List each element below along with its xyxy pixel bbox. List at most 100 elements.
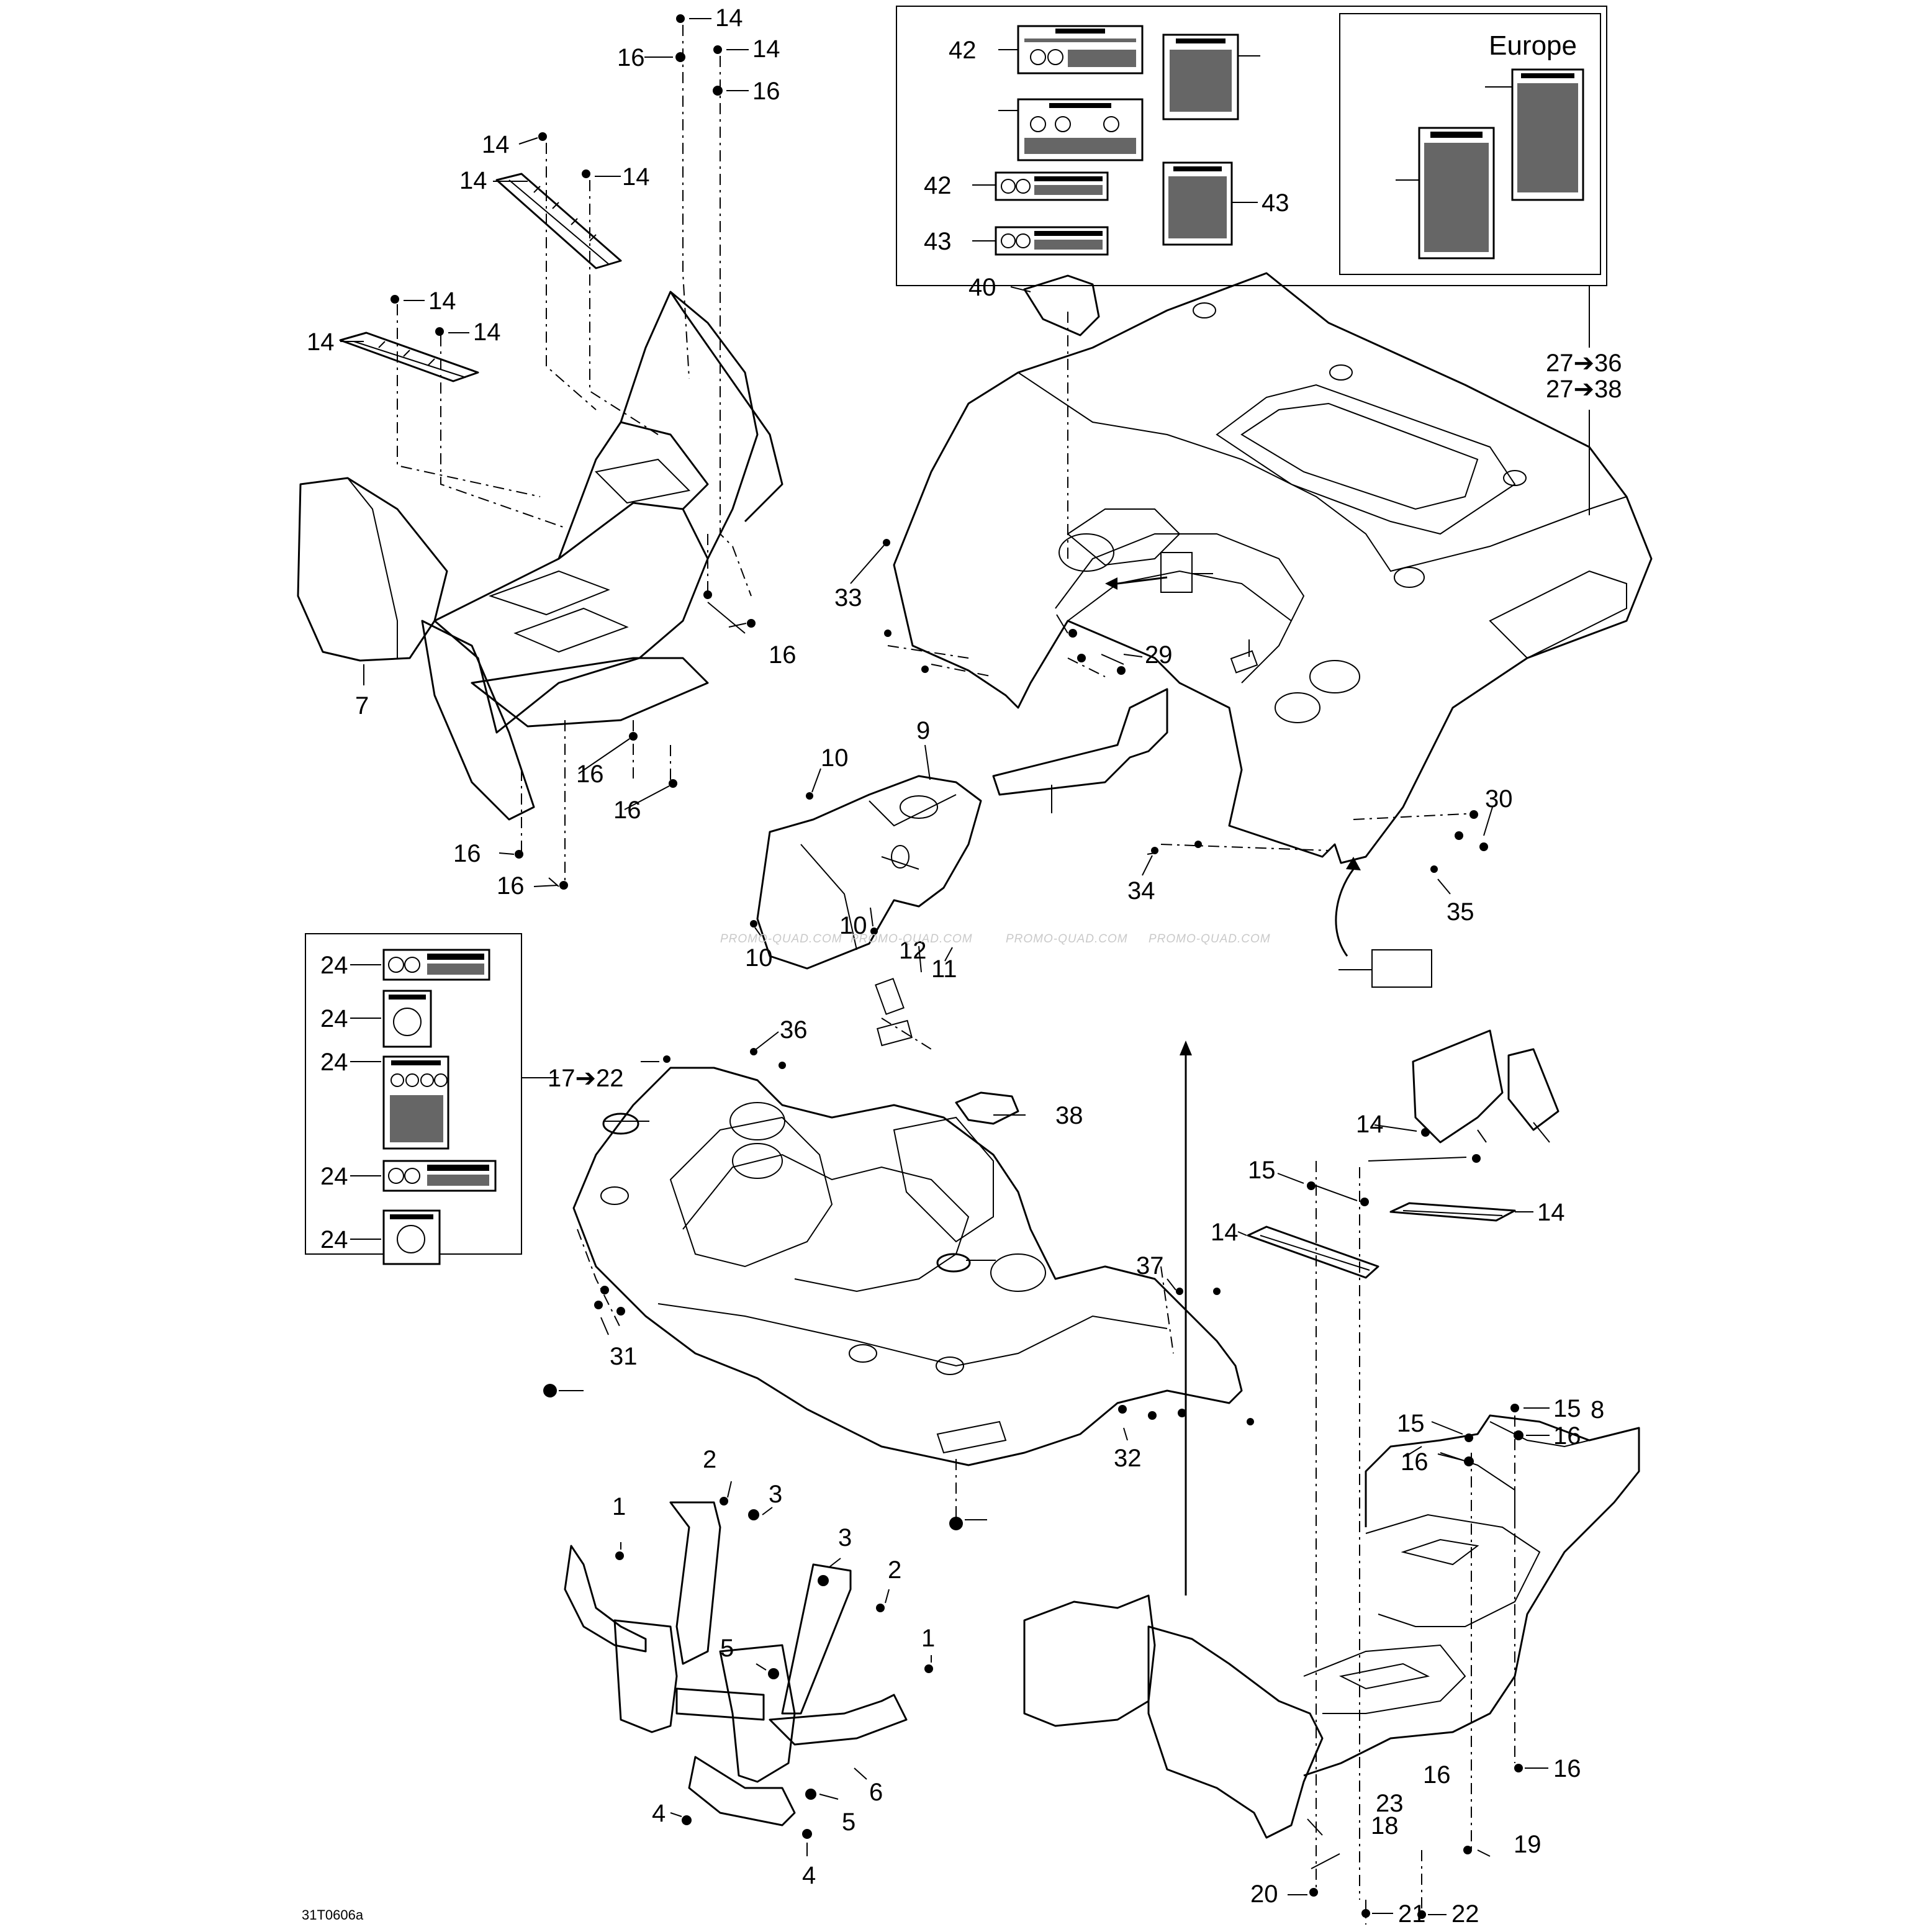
leader-lines — [340, 18, 1590, 1915]
callout-23: 29 — [1145, 641, 1173, 669]
callout-16: 20 — [1250, 1880, 1278, 1908]
callout-6: 6 — [869, 1779, 883, 1806]
callout-11: 11 — [931, 955, 957, 983]
callout-16: 16 — [769, 641, 797, 669]
group-17-22: 17➔22 — [548, 1065, 624, 1092]
callout-7: 7 — [355, 692, 369, 720]
callout-26: 40 — [968, 274, 996, 301]
callout-15: 16 — [1553, 1422, 1581, 1450]
alignment-lines — [397, 25, 1515, 1925]
grip-plate-13-c — [1389, 1202, 1516, 1222]
callout-14: 14 — [622, 163, 650, 191]
callout-31: 43 — [924, 228, 952, 255]
callout-22: 24 — [320, 1226, 348, 1253]
decal-34 — [1160, 552, 1193, 593]
front-bumper — [564, 1501, 908, 1826]
decal-32 — [1017, 98, 1144, 161]
decal-29 — [995, 171, 1109, 201]
callout-3: 3 — [838, 1524, 852, 1551]
callout-14: 14 — [473, 318, 501, 346]
decal-19 — [382, 990, 432, 1048]
callout-16: 16 — [1553, 1755, 1581, 1782]
callout-16: 22 — [1451, 1900, 1479, 1928]
decal-38 — [1511, 68, 1584, 201]
part-41 — [1230, 650, 1258, 674]
callout-12: 12 — [899, 937, 927, 964]
decal-31 — [995, 226, 1109, 256]
callout-30: 43 — [1262, 189, 1289, 217]
cap-25 — [955, 1091, 1019, 1125]
callout-28: 42 — [949, 37, 977, 64]
decal-39 — [1371, 949, 1432, 988]
decal-33 — [1162, 34, 1239, 120]
group-27-38: 27➔38 — [1546, 376, 1622, 403]
callout-10: 10 — [821, 744, 849, 772]
latch-11 — [877, 1019, 913, 1047]
watermark-4: PROMO-QUAD.COM — [1149, 932, 1271, 946]
callout-14: 14 — [752, 35, 780, 63]
front-fender — [572, 1067, 1243, 1466]
grip-plate-13-d — [1247, 1226, 1379, 1279]
europe-title: Europe — [1489, 30, 1577, 61]
callout-15: 16 — [617, 44, 645, 71]
callout-9: 9 — [916, 717, 930, 744]
callout-4: 4 — [652, 1800, 666, 1827]
callout-21: 24 — [320, 1163, 348, 1190]
decal-20 — [382, 1055, 449, 1150]
callout-14: 14 — [428, 287, 456, 315]
callout-2: 2 — [703, 1446, 716, 1473]
callout-14: 14 — [715, 4, 743, 32]
callout-14: 15 — [1397, 1410, 1425, 1437]
left-footwell-7 — [297, 291, 783, 821]
decal-21 — [382, 1160, 497, 1192]
rear-decal-kit-box — [896, 6, 1607, 286]
callout-16: 18 — [1371, 1812, 1399, 1839]
watermark-2: PROMO-QUAD.COM — [851, 932, 973, 946]
callout-5: 5 — [842, 1808, 855, 1836]
callout-2: 2 — [888, 1556, 901, 1584]
callout-24: 34 — [1127, 877, 1155, 905]
callout-8: 8 — [1591, 1396, 1604, 1424]
callout-15: 16 — [752, 78, 780, 105]
callout-13: 14 — [307, 328, 335, 356]
callout-16: 19 — [1514, 1831, 1542, 1858]
drawing-number: 31T0606a — [302, 1907, 364, 1923]
callout-16: 16 — [1423, 1761, 1451, 1789]
group-27-36: 27➔36 — [1546, 350, 1622, 377]
latch-12 — [875, 978, 905, 1015]
rear-fender — [893, 272, 1653, 864]
callout-14: 14 — [482, 131, 510, 158]
right-footwell-8 — [1023, 1414, 1640, 1839]
callout-13: 14 — [459, 167, 487, 194]
callout-24: 35 — [1447, 898, 1474, 926]
grommet-42-a — [602, 1113, 639, 1135]
callout-14: 14 — [1356, 1111, 1384, 1138]
callout-16: 16 — [453, 840, 481, 867]
callout-16: 16 — [576, 761, 604, 788]
cover-26 — [1023, 274, 1100, 336]
callout-20: 24 — [320, 1049, 348, 1076]
callout-10: 10 — [839, 912, 867, 939]
decal-22 — [382, 1209, 441, 1265]
watermark-1: PROMO-QUAD.COM — [720, 932, 842, 946]
decal-37 — [1418, 127, 1495, 260]
callout-29: 42 — [924, 172, 952, 199]
callout-10: 10 — [745, 944, 773, 972]
decal-30 — [1162, 161, 1233, 246]
callout-14: 15 — [1248, 1157, 1276, 1184]
callout-16: 21 — [1398, 1900, 1426, 1928]
callout-labels: 14 16 14 16 14 14 14 14 14 14 7 16 16 16… — [302, 4, 1622, 1928]
callout-16: 16 — [613, 797, 641, 824]
callout-16: 16 — [497, 872, 525, 900]
decal-28 — [1017, 25, 1144, 74]
callout-23: 31 — [610, 1343, 638, 1370]
callout-3: 3 — [769, 1481, 782, 1508]
callout-15: 16 — [1401, 1448, 1429, 1476]
grommet-42-b — [936, 1253, 971, 1273]
tray-40 — [1412, 1029, 1504, 1144]
grip-plate-13-a — [495, 173, 622, 269]
callout-24: 37 — [1136, 1252, 1164, 1280]
grip-plate-13-b — [339, 332, 479, 382]
